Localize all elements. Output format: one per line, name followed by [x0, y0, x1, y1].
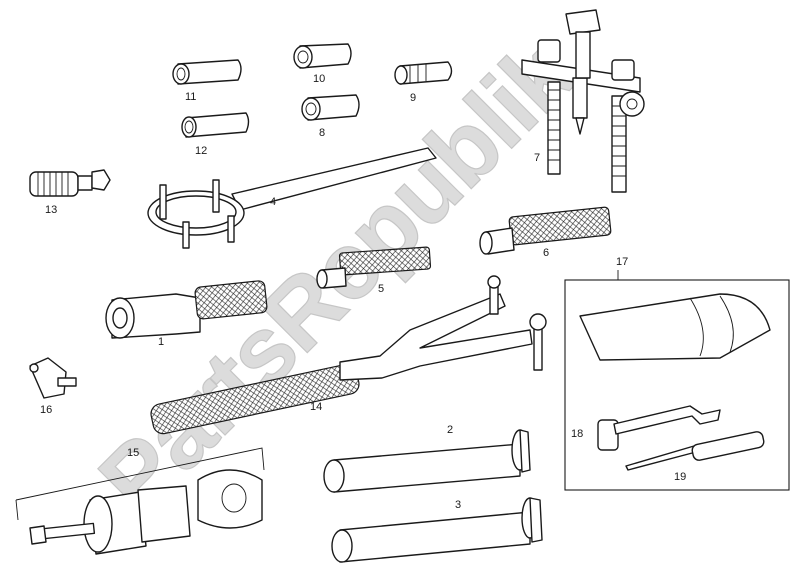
label-6: 6 [543, 247, 549, 259]
tool-sleeve-10[interactable] [293, 43, 352, 69]
label-19: 19 [674, 471, 686, 483]
tool-collet-9[interactable] [394, 61, 453, 85]
label-18: 18 [571, 428, 583, 440]
tool-sleeve-12[interactable] [181, 112, 250, 138]
tool-kit-box-17[interactable] [564, 270, 790, 491]
label-16: 16 [40, 404, 52, 416]
tool-knurled-drift-6[interactable] [479, 206, 612, 255]
tool-holder-14[interactable] [149, 275, 547, 436]
label-17: 17 [616, 256, 628, 268]
tool-pipe-3[interactable] [331, 497, 543, 563]
label-15: 15 [127, 447, 139, 459]
tool-pipe-2[interactable] [323, 429, 531, 493]
label-14: 14 [310, 401, 322, 413]
tool-knurled-drift-5[interactable] [316, 246, 432, 289]
tool-driver-1[interactable] [105, 280, 268, 339]
label-10: 10 [313, 73, 325, 85]
label-9: 9 [410, 92, 416, 104]
label-12: 12 [195, 145, 207, 157]
label-2: 2 [447, 424, 453, 436]
label-1: 1 [158, 336, 164, 348]
label-8: 8 [319, 127, 325, 139]
tool-set-15[interactable] [15, 447, 265, 555]
tool-bracket-16[interactable] [29, 357, 77, 399]
label-13: 13 [45, 204, 57, 216]
label-11: 11 [185, 91, 196, 103]
tool-pin-spanner-4[interactable] [147, 147, 437, 249]
label-7: 7 [534, 152, 540, 164]
tool-sleeve-11[interactable] [172, 59, 242, 85]
tool-sleeve-8[interactable] [301, 94, 360, 121]
label-3: 3 [455, 499, 461, 511]
tool-adapter-13[interactable] [29, 169, 111, 197]
tool-puller-7[interactable] [521, 9, 645, 193]
tool-socket-wrench-18[interactable] [597, 405, 721, 451]
tool-screwdriver-19[interactable] [625, 431, 765, 471]
label-5: 5 [378, 283, 384, 295]
part-labels: 11 12 10 8 9 7 13 4 6 5 1 17 16 14 2 15 … [40, 73, 686, 511]
label-4: 4 [270, 196, 276, 208]
